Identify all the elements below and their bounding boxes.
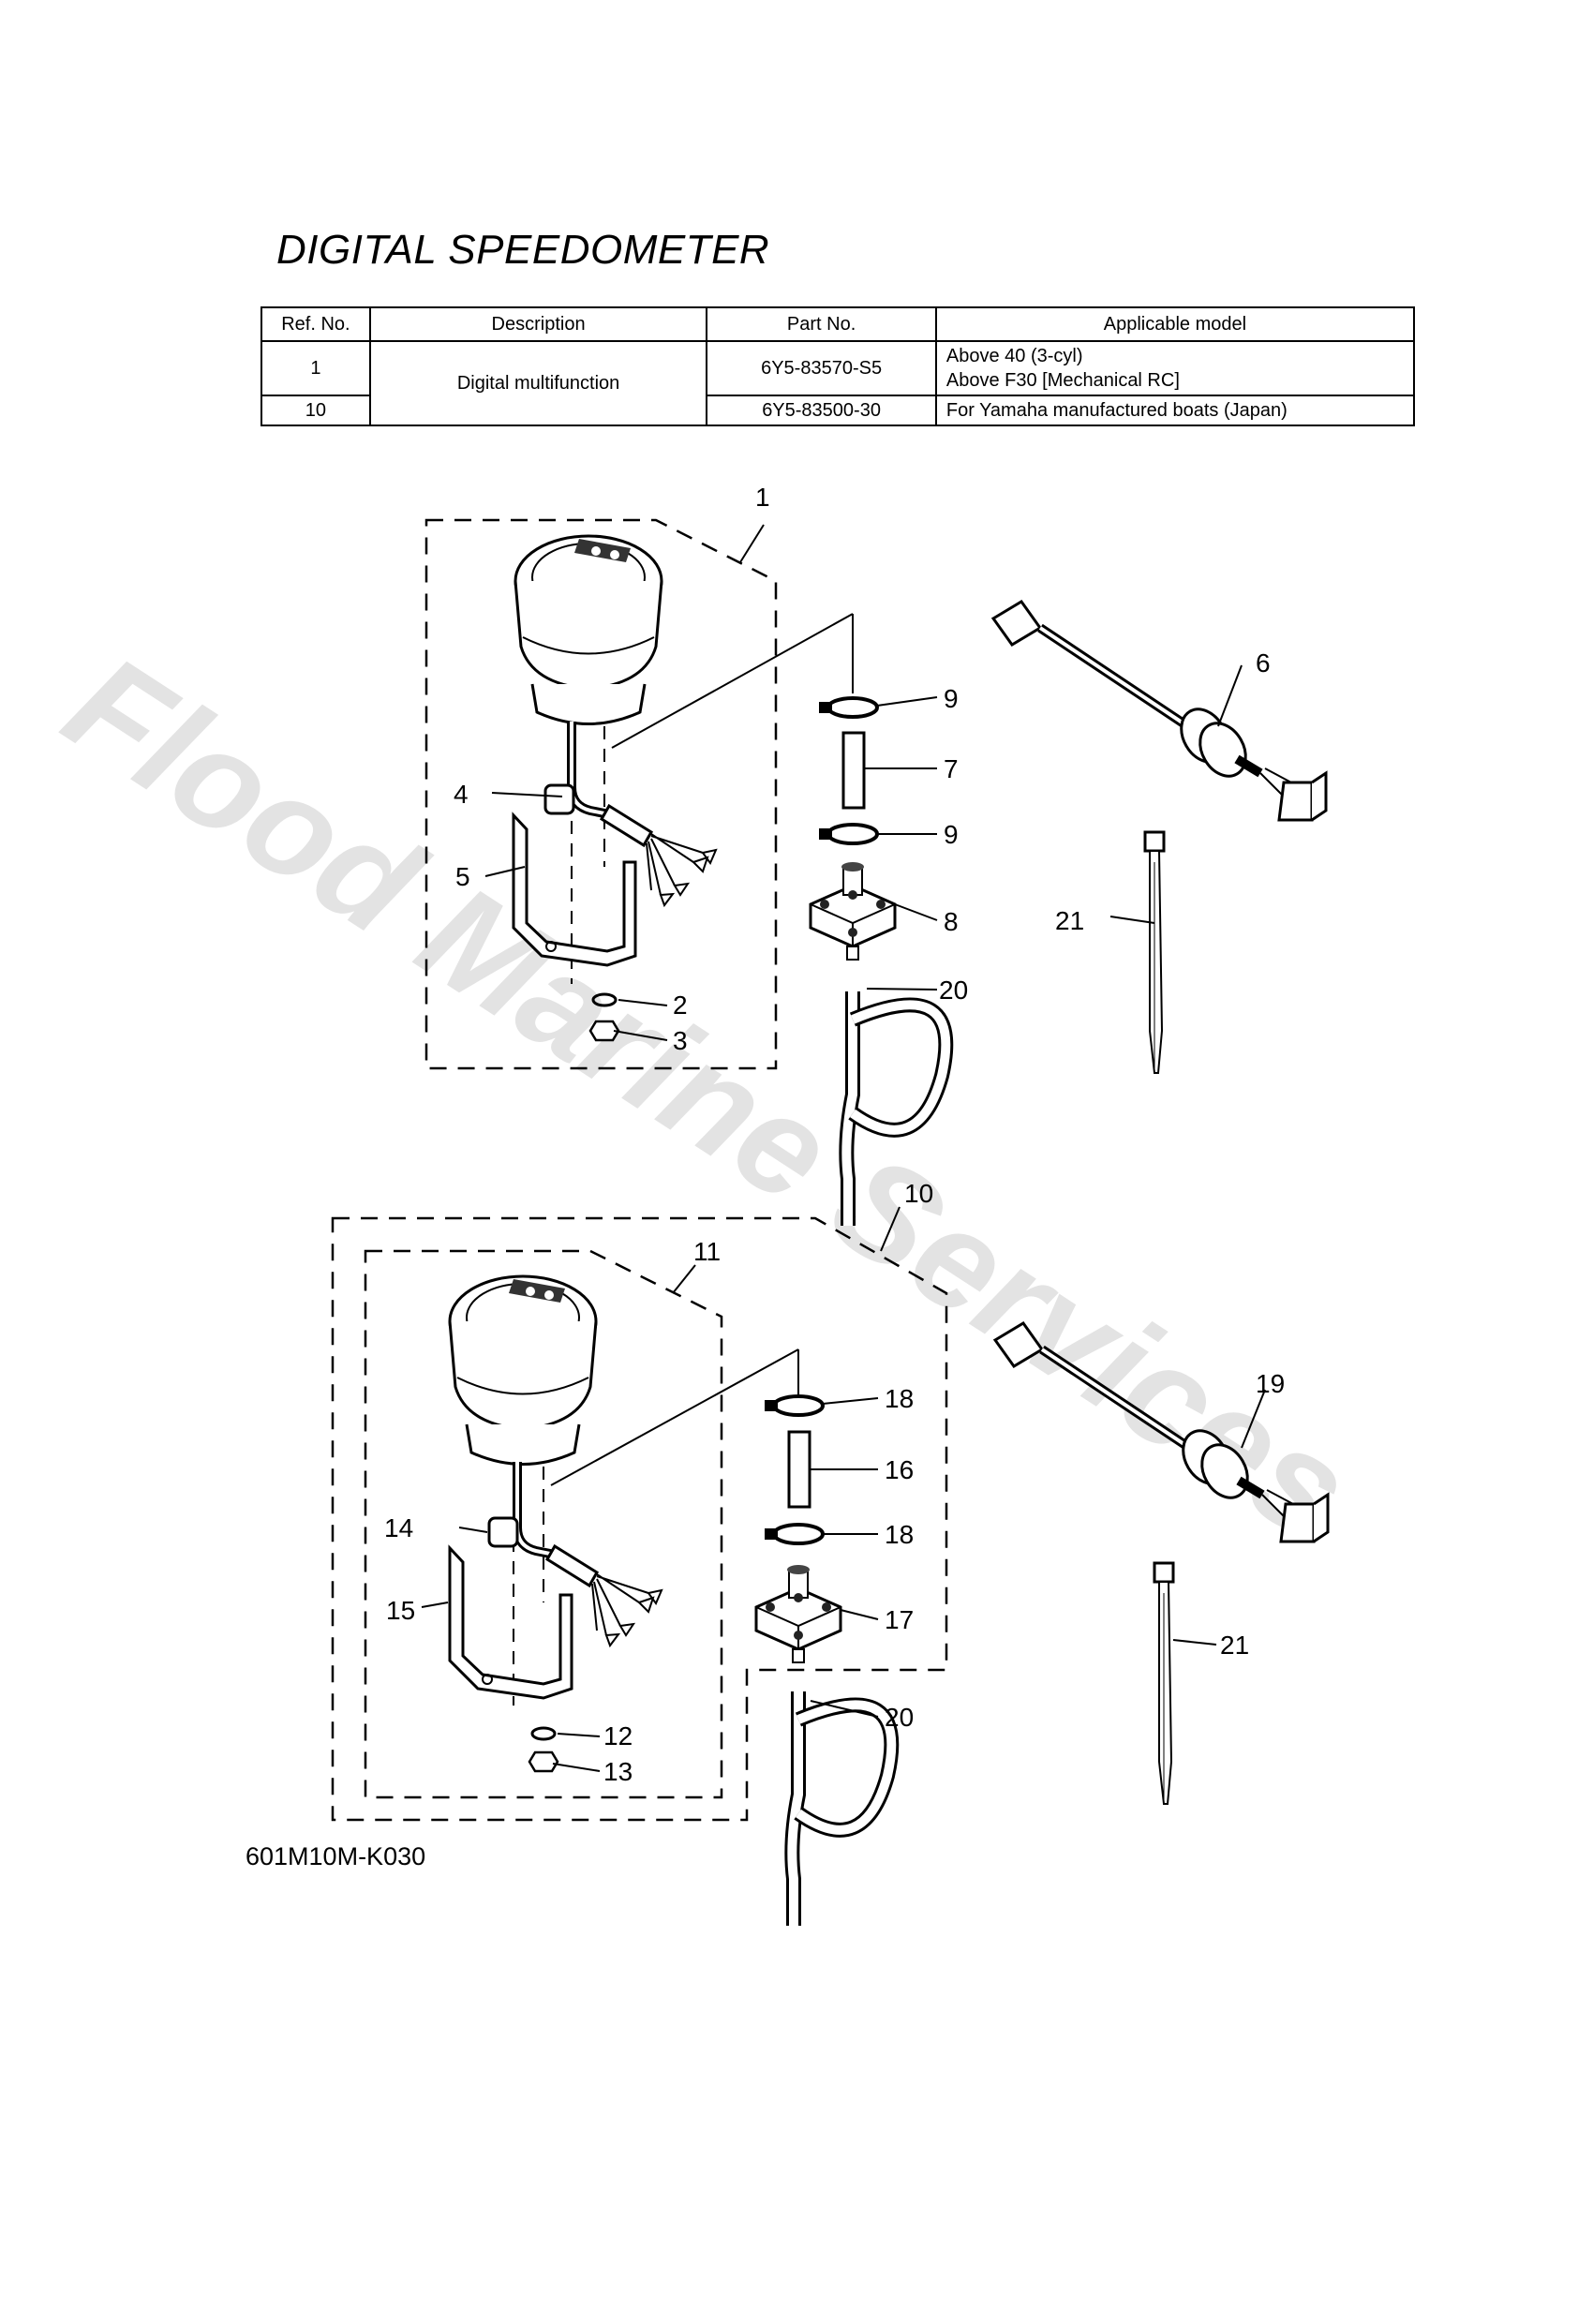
leader-lines (421, 524, 1266, 1772)
callout-1: 1 (755, 483, 770, 512)
callout-11: 11 (693, 1237, 721, 1266)
callout-17: 17 (885, 1605, 914, 1634)
callout-numbers: 1 4 5 2 3 6 9 7 9 8 20 21 10 11 14 15 12… (384, 483, 1285, 1786)
table-row: 1 Digital multifunction 6Y5-83570-S5 Abo… (261, 340, 1416, 426)
table-header-row: Ref. No. Description Part No. Applicable… (261, 306, 1416, 342)
header-ref-no: Ref. No. (261, 306, 371, 342)
callout-15: 15 (386, 1596, 415, 1625)
callout-12: 12 (603, 1721, 633, 1750)
callout-9b: 9 (944, 820, 959, 849)
model-line-1: Above 40 (3-cyl) (945, 346, 1083, 366)
callout-10: 10 (904, 1179, 933, 1208)
callout-18b: 18 (885, 1520, 914, 1549)
applicable-model-cell: For Yamaha manufactured boats (Japan) (934, 395, 1416, 426)
callout-21b: 21 (1220, 1631, 1249, 1660)
parts-table: Ref. No. Description Part No. Applicable… (261, 306, 1416, 426)
callout-13: 13 (603, 1757, 633, 1786)
callout-16: 16 (885, 1455, 914, 1484)
callout-5: 5 (455, 862, 470, 891)
callout-20b: 20 (885, 1703, 914, 1732)
callout-9a: 9 (944, 684, 959, 713)
header-part-no: Part No. (706, 306, 937, 342)
callout-20a: 20 (939, 976, 968, 1005)
ref-no-cell: 1 (261, 340, 371, 396)
callout-8: 8 (944, 907, 959, 936)
table-row: 10 6Y5-83500-30 For Yamaha manufactured … (261, 395, 1416, 426)
assembly-1 (424, 518, 854, 1070)
description-cell: Digital multifunction (368, 340, 708, 426)
applicable-model-cell: Above 40 (3-cyl) Above F30 [Mechanical R… (934, 340, 1416, 396)
header-description: Description (368, 306, 708, 342)
watermark: Flood Marine Services (40, 624, 1377, 1569)
callout-3: 3 (673, 1026, 688, 1055)
header-applicable-model: Applicable model (934, 306, 1416, 342)
callout-7: 7 (944, 754, 959, 783)
page-title: DIGITAL SPEEDOMETER (276, 227, 770, 273)
callout-19: 19 (1256, 1369, 1285, 1398)
callout-14: 14 (384, 1513, 413, 1542)
part-no-cell: 6Y5-83500-30 (706, 395, 937, 426)
model-line-2: Above F30 [Mechanical RC] (945, 370, 1180, 391)
part-no-cell: 6Y5-83570-S5 (706, 340, 937, 396)
upper-right-parts (809, 602, 1326, 1226)
diagram-code: 601M10M-K030 (246, 1842, 426, 1870)
callout-4: 4 (454, 780, 469, 809)
ref-no-cell: 10 (261, 395, 371, 426)
callout-21a: 21 (1055, 906, 1084, 935)
callout-18a: 18 (885, 1384, 914, 1413)
assembly-10 (331, 1216, 948, 1822)
callout-6: 6 (1256, 648, 1271, 678)
callout-2: 2 (673, 991, 688, 1020)
